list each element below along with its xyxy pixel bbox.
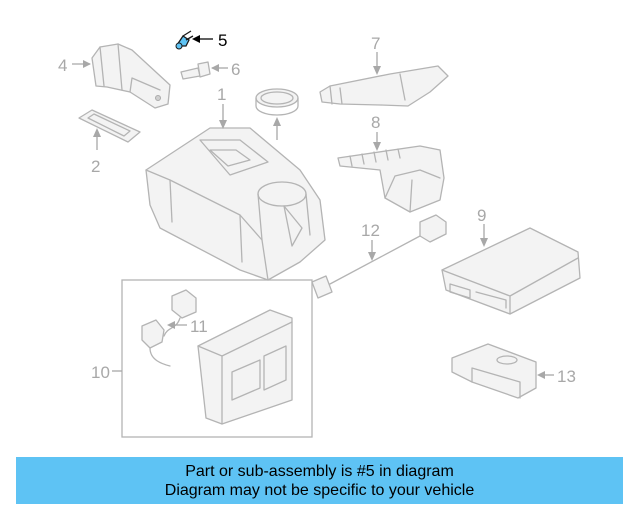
- part-7-cover[interactable]: [319, 65, 449, 107]
- part-3-ring[interactable]: [255, 88, 299, 116]
- callout-11[interactable]: 11: [190, 317, 208, 336]
- callout-13[interactable]: 13: [557, 367, 576, 386]
- callout-8[interactable]: 8: [371, 113, 380, 132]
- part-13-bracket[interactable]: [451, 343, 537, 399]
- part-10-group-box: [121, 279, 313, 438]
- callout-9[interactable]: 9: [477, 206, 486, 225]
- callout-10[interactable]: 10: [91, 363, 110, 382]
- part-8-shifter[interactable]: [337, 145, 445, 213]
- callout-12[interactable]: 12: [361, 221, 380, 240]
- callout-2[interactable]: 2: [91, 157, 100, 176]
- part-5-clip[interactable]: [175, 30, 194, 50]
- parts-diagram: 5 4 6 2 3 1: [58, 30, 581, 438]
- callout-5[interactable]: 5: [218, 31, 227, 50]
- part-9-module[interactable]: [441, 227, 581, 315]
- part-6-screw[interactable]: [180, 61, 211, 80]
- callout-5-arrow: [192, 35, 200, 43]
- part-2-plate[interactable]: [78, 109, 141, 143]
- callout-6[interactable]: 6: [231, 60, 240, 79]
- part-10-housing[interactable]: [197, 309, 293, 425]
- part-12-cable[interactable]: [311, 214, 447, 299]
- callout-7[interactable]: 7: [371, 34, 380, 53]
- callout-1[interactable]: 1: [217, 85, 226, 104]
- banner-line-part: Part or sub-assembly is #5 in diagram: [185, 462, 454, 480]
- info-banner: Part or sub-assembly is #5 in diagram Di…: [16, 457, 623, 504]
- part-4-bracket[interactable]: [91, 43, 171, 109]
- callout-4[interactable]: 4: [58, 56, 67, 75]
- banner-line-disclaimer: Diagram may not be specific to your vehi…: [164, 481, 475, 499]
- part-11-connector[interactable]: [141, 289, 197, 367]
- part-1-console[interactable]: [145, 127, 326, 281]
